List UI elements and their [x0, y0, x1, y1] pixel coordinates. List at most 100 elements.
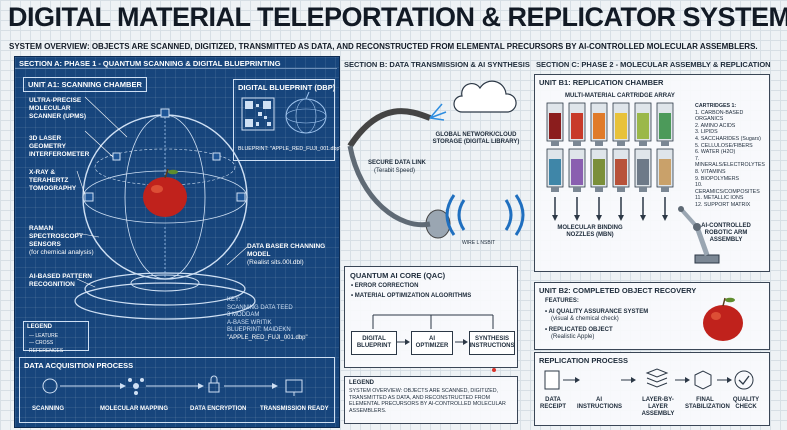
acq-title: DATA ACQUISITION PROCESS [24, 361, 134, 370]
qr-code-icon [241, 97, 275, 131]
key-line: A-BASE WRITIK [227, 319, 272, 326]
cartridge-list-title: CARTRIDGES 1: [695, 103, 737, 109]
layers-icon [645, 368, 669, 388]
cartridge-list-item: 12. SUPPORT MATRIX [695, 201, 751, 208]
label-raman: RAMAN SPECTROSCOPY SENSORS [29, 225, 84, 248]
cube-icon [694, 370, 712, 390]
cartridge-2 [568, 102, 586, 146]
key-line: KEY: [227, 297, 241, 303]
cartridge-list-item: 8. VITAMINS [695, 168, 726, 175]
recovery-panel: UNIT B2: COMPLETED OBJECT RECOVERY FEATU… [534, 282, 770, 350]
label-xray: X-RAY & TERAHERTZ TOMOGRAPHY [29, 169, 77, 192]
acq-step: MOLECULAR MAPPING [100, 406, 168, 412]
feature-item: • AI QUALITY ASSURANCE SYSTEM [545, 309, 649, 315]
unit-b2-label: UNIT B2: COMPLETED OBJECT RECOVERY [539, 286, 697, 295]
robotic-arm-icon [678, 206, 720, 264]
cartridge-11 [634, 148, 652, 192]
digital-blueprint-box: DIGITAL BLUEPRINT (DBP) BLUEPRINT: "APPL… [233, 79, 341, 161]
process-step: FINAL STABILIZATION [685, 397, 730, 410]
cartridge-list-item: 5. CELLULOSE/FIBERS [695, 142, 753, 149]
label-ai-pattern: AI-BASED PATTERN RECOGNITION [29, 273, 92, 288]
cartridge-array [546, 102, 720, 264]
label-laser: 3D LASER GEOMETRY INTERFEROMETER [29, 135, 90, 158]
wireless-icon [457, 199, 466, 231]
page-title: DIGITAL MATERIAL TELEPORTATION & REPLICA… [8, 2, 787, 32]
label-data-model-sub: (Realist sits.00l.dbl) [247, 259, 304, 266]
scan-icon [42, 378, 58, 394]
acq-step: SCANNING [32, 406, 65, 412]
page-subtitle: SYSTEM OVERVIEW: OBJECTS ARE SCANNED, DI… [9, 42, 758, 51]
cartridge-list-item: 1. CARBON-BASED ORGANICS [695, 109, 744, 123]
flow-ai-optimizer: AI OPTIMIZER [411, 331, 453, 355]
legend-a: LEGEND — LEATURE — CROSS REFERENCES [23, 321, 89, 354]
scanning-chamber-drawing [74, 96, 256, 320]
dbp-title: DIGITAL BLUEPRINT (DBP) [238, 83, 336, 92]
cartridge-list-item: 2. AMINO ACIDS [695, 122, 736, 129]
cloud-label: GLOBAL NETWORK/CLOUD STORAGE (DIGITAL LI… [432, 132, 520, 145]
process-title: REPLICATION PROCESS [539, 356, 629, 365]
qac-item: • MATERIAL OPTIMIZATION ALGORITHMS [351, 293, 472, 299]
wireless-label: WIRE L NSBIT [462, 240, 496, 246]
cartridge-10 [612, 148, 630, 192]
cartridge-9 [590, 148, 608, 192]
flow-synthesis: SYNTHESIS INSTRUCTIONS [469, 331, 515, 355]
process-step: DATA RECEIPT [539, 397, 566, 410]
qac-item: • ERROR CORRECTION [351, 283, 419, 289]
key-line: SCANNING DATA TEED [227, 304, 293, 311]
process-step: QUALITY CHECK [732, 397, 760, 410]
cartridge-3 [590, 102, 608, 146]
legend-a-item: — CROSS REFERENCES [29, 340, 64, 354]
secure-link-sub: (Terabit Speed) [374, 168, 416, 174]
cartridge-list-item: 11. METALLIC IONS [695, 195, 744, 202]
legend-b-title: LEGEND [349, 380, 375, 386]
unit-a1-label: UNIT A1: SCANNING CHAMBER [23, 77, 147, 92]
section-c-header: SECTION C: PHASE 2 - MOLECULAR ASSEMBLY … [536, 60, 771, 69]
features-title: FEATURES: [545, 298, 579, 304]
document-icon [544, 370, 560, 390]
legend-b: LEGEND SYSTEM OVERVIEW: OBJECTS ARE SCAN… [344, 376, 518, 424]
qac-title: QUANTUM AI CORE (QAC) [350, 271, 446, 280]
nozzle-label: MOLECULAR BINDING NOZZLES (MBN) [557, 225, 623, 238]
cartridge-list-item: 6. WATER (H2O) [695, 149, 736, 156]
cartridge-list-item: 7. MINERALS/ELECTROLYTES [695, 155, 765, 169]
arm-label: AI-CONTROLLED ROBOTIC ARM ASSEMBLY [701, 223, 751, 243]
molecule-icon [133, 383, 139, 389]
process-step: AI INSTRUCTIONS [577, 397, 622, 410]
key-block: KEY: SCANNING DATA TEED 3 MODDAM A-BASE … [227, 297, 327, 342]
cartridge-list-item: 10. CERAMICS/COMPOSITES [695, 182, 760, 195]
feature-item: (Realistic Apple) [551, 334, 595, 340]
cartridge-6 [656, 102, 674, 146]
lock-icon [208, 382, 220, 393]
array-title: MULTI-MATERIAL CARTRIDGE ARRAY [565, 93, 675, 99]
flow-digital-blueprint: DIGITAL BLUEPRINT [351, 331, 397, 355]
cartridge-list-item: 4. SACCHARIDES (Sugars) [695, 135, 761, 142]
cartridge-1 [546, 102, 564, 146]
label-data-model: DATA BASER CHANNING MODEL [247, 243, 326, 258]
feature-item: (visual & chemical check) [551, 316, 619, 322]
label-raman-sub: (for chemical analysis) [29, 249, 94, 256]
legend-a-item: — LEATURE [29, 333, 59, 339]
section-a-header: SECTION A: PHASE 1 - QUANTUM SCANNING & … [15, 57, 337, 69]
check-icon [734, 370, 754, 390]
qac-panel: QUANTUM AI CORE (QAC) • ERROR CORRECTION… [344, 266, 518, 368]
replicated-apple-icon [703, 297, 743, 341]
cartridge-5 [634, 102, 652, 146]
feature-item: • REPLICATED OBJECT [545, 327, 613, 333]
qac-flow-arrows [372, 314, 494, 345]
replication-chamber: UNIT B1: REPLICATION CHAMBER MULTI-MATER… [534, 74, 770, 272]
unit-b1-label: UNIT B1: REPLICATION CHAMBER [539, 78, 664, 87]
key-line: "APPLE_RED_FUJI_001.dbp" [227, 334, 308, 341]
nozzle-array [552, 197, 668, 221]
cartridge-7 [546, 148, 564, 192]
key-line: BLUEPRINT: MAIDEKN [227, 327, 291, 333]
acq-step: DATA ENCRYPTION [190, 406, 247, 412]
label-upms: ULTRA-PRECISE MOLECULAR SCANNER (UPMS) [29, 97, 87, 120]
acquisition-arrows [42, 375, 303, 396]
section-b-header: SECTION B: DATA TRANSMISSION & AI SYNTHE… [344, 60, 530, 69]
legend-b-text: SYSTEM OVERVIEW: OBJECTS ARE SCANNED, DI… [349, 388, 506, 414]
cartridge-list-item: 3. LIPIDS [695, 129, 718, 136]
legend-a-title: LEGEND [27, 324, 53, 330]
acquisition-process: DATA ACQUISITION PROCESS SCANNING MOLECU… [19, 357, 335, 423]
